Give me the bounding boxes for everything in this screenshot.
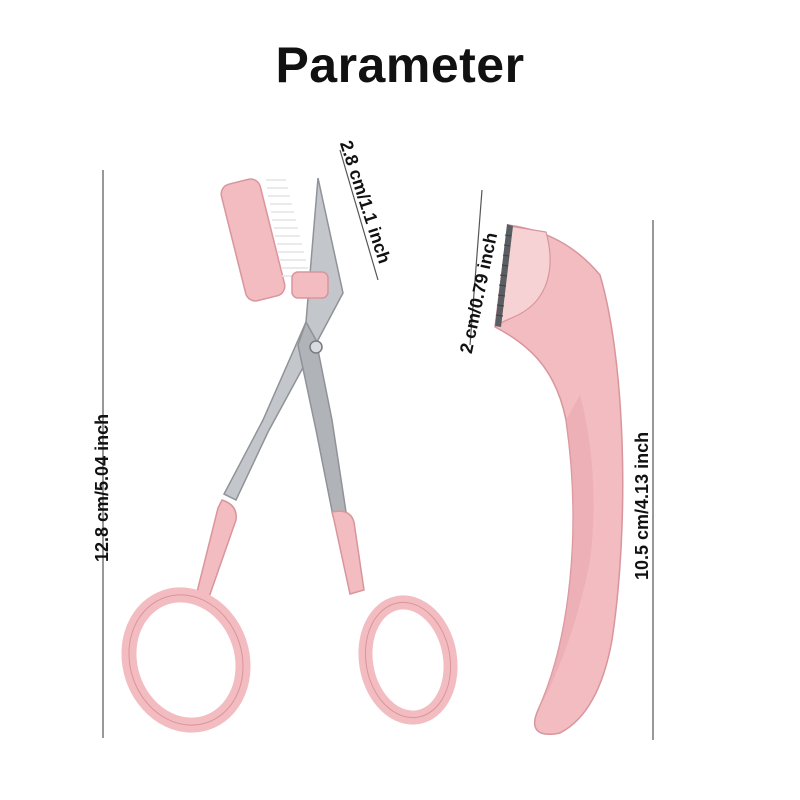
- scissor-left-handle: [195, 499, 237, 601]
- razor-body-shadow: [538, 395, 594, 710]
- scissor-blade-left: [222, 177, 344, 502]
- scissor-right-ring: [358, 595, 458, 725]
- razor-length-label: 10.5 cm/4.13 inch: [632, 431, 652, 580]
- scissor-pivot-screw: [309, 340, 323, 354]
- eyebrow-razor-icon: [494, 224, 624, 735]
- scissors-length-label: 12.8 cm/5.04 inch: [92, 413, 112, 562]
- eyebrow-scissors-with-comb-icon: [121, 177, 458, 733]
- scissor-right-handle: [331, 510, 365, 595]
- scissor-left-ring: [121, 587, 251, 733]
- page-title: Parameter: [275, 37, 525, 93]
- blade-width-dimension-line: [469, 189, 483, 346]
- comb-width-dimension-line: [339, 149, 379, 281]
- scissor-blade-right: [297, 320, 347, 517]
- comb-attachment: [220, 178, 329, 302]
